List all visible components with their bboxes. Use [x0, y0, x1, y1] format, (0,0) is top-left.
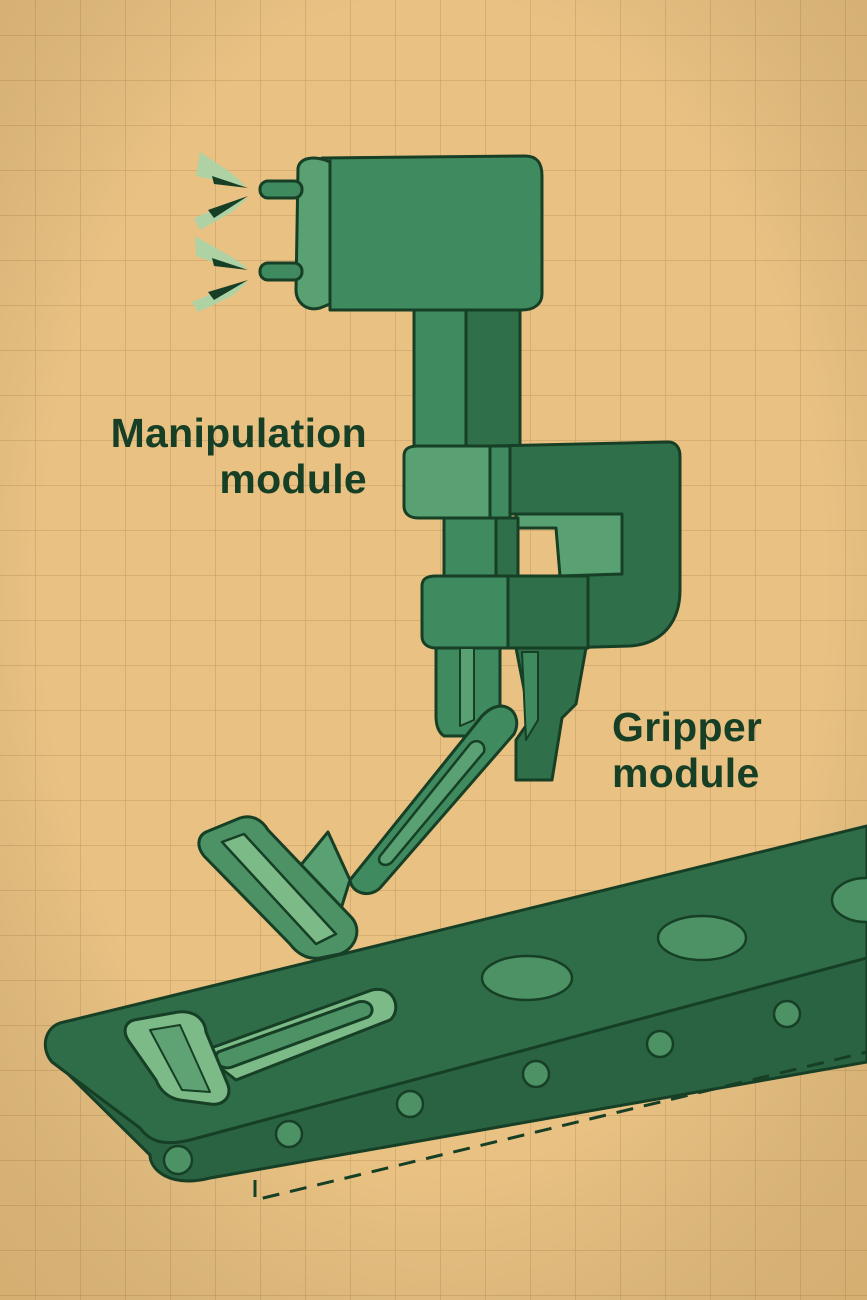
- roller: [274, 1119, 304, 1149]
- spark-line: [212, 258, 248, 270]
- roller: [645, 1029, 675, 1059]
- roller: [395, 1089, 425, 1119]
- collar-upper-left: [402, 444, 492, 520]
- manipulation-module-label: Manipulation module: [111, 410, 367, 502]
- spark-icon: [192, 152, 248, 312]
- razor-on-belt-blade: [149, 1024, 211, 1093]
- arm-column-lower-shade: [494, 516, 520, 582]
- held-razor-blade: [220, 832, 338, 946]
- razor-icon: [197, 704, 519, 960]
- spark-line: [212, 176, 248, 188]
- roller: [162, 1144, 194, 1176]
- gripper-module-label: Gripper module: [612, 704, 762, 796]
- manipulation-label-line1: Manipulation: [110, 410, 367, 456]
- arm-column-right: [464, 308, 522, 448]
- gripper-label-line2: module: [612, 750, 760, 796]
- spark-burst: [196, 152, 246, 186]
- nozzle: [258, 179, 304, 200]
- spark-burst: [192, 282, 248, 312]
- arm-column-left: [412, 308, 468, 448]
- spark-burst: [195, 236, 248, 268]
- belt-spot: [656, 914, 748, 962]
- razor-icon: [123, 987, 398, 1106]
- spark-line: [208, 196, 248, 218]
- arm-column-lower: [442, 516, 498, 582]
- gripper-label-line1: Gripper: [612, 704, 763, 750]
- dashed-guide-line: [253, 1050, 867, 1202]
- spark-burst: [194, 198, 248, 230]
- roller: [772, 999, 802, 1029]
- robot-arm: [192, 152, 682, 782]
- manipulation-module-head: [258, 154, 544, 312]
- held-razor-handle-groove: [377, 740, 486, 867]
- manipulation-label-line2: module: [219, 456, 367, 502]
- belt-rollers: [162, 999, 802, 1176]
- roller: [521, 1059, 551, 1089]
- gripper-finger-left-inner: [459, 647, 475, 727]
- nozzle: [258, 261, 304, 282]
- collar-lower-right: [506, 574, 590, 650]
- belt-spot: [830, 876, 867, 924]
- spark-line: [208, 280, 248, 300]
- collar-lower: [420, 574, 510, 650]
- collar-upper-right: [488, 444, 512, 520]
- belt-spot: [480, 954, 574, 1002]
- gripper-finger-right-highlight: [521, 651, 539, 741]
- head-body: [320, 154, 544, 312]
